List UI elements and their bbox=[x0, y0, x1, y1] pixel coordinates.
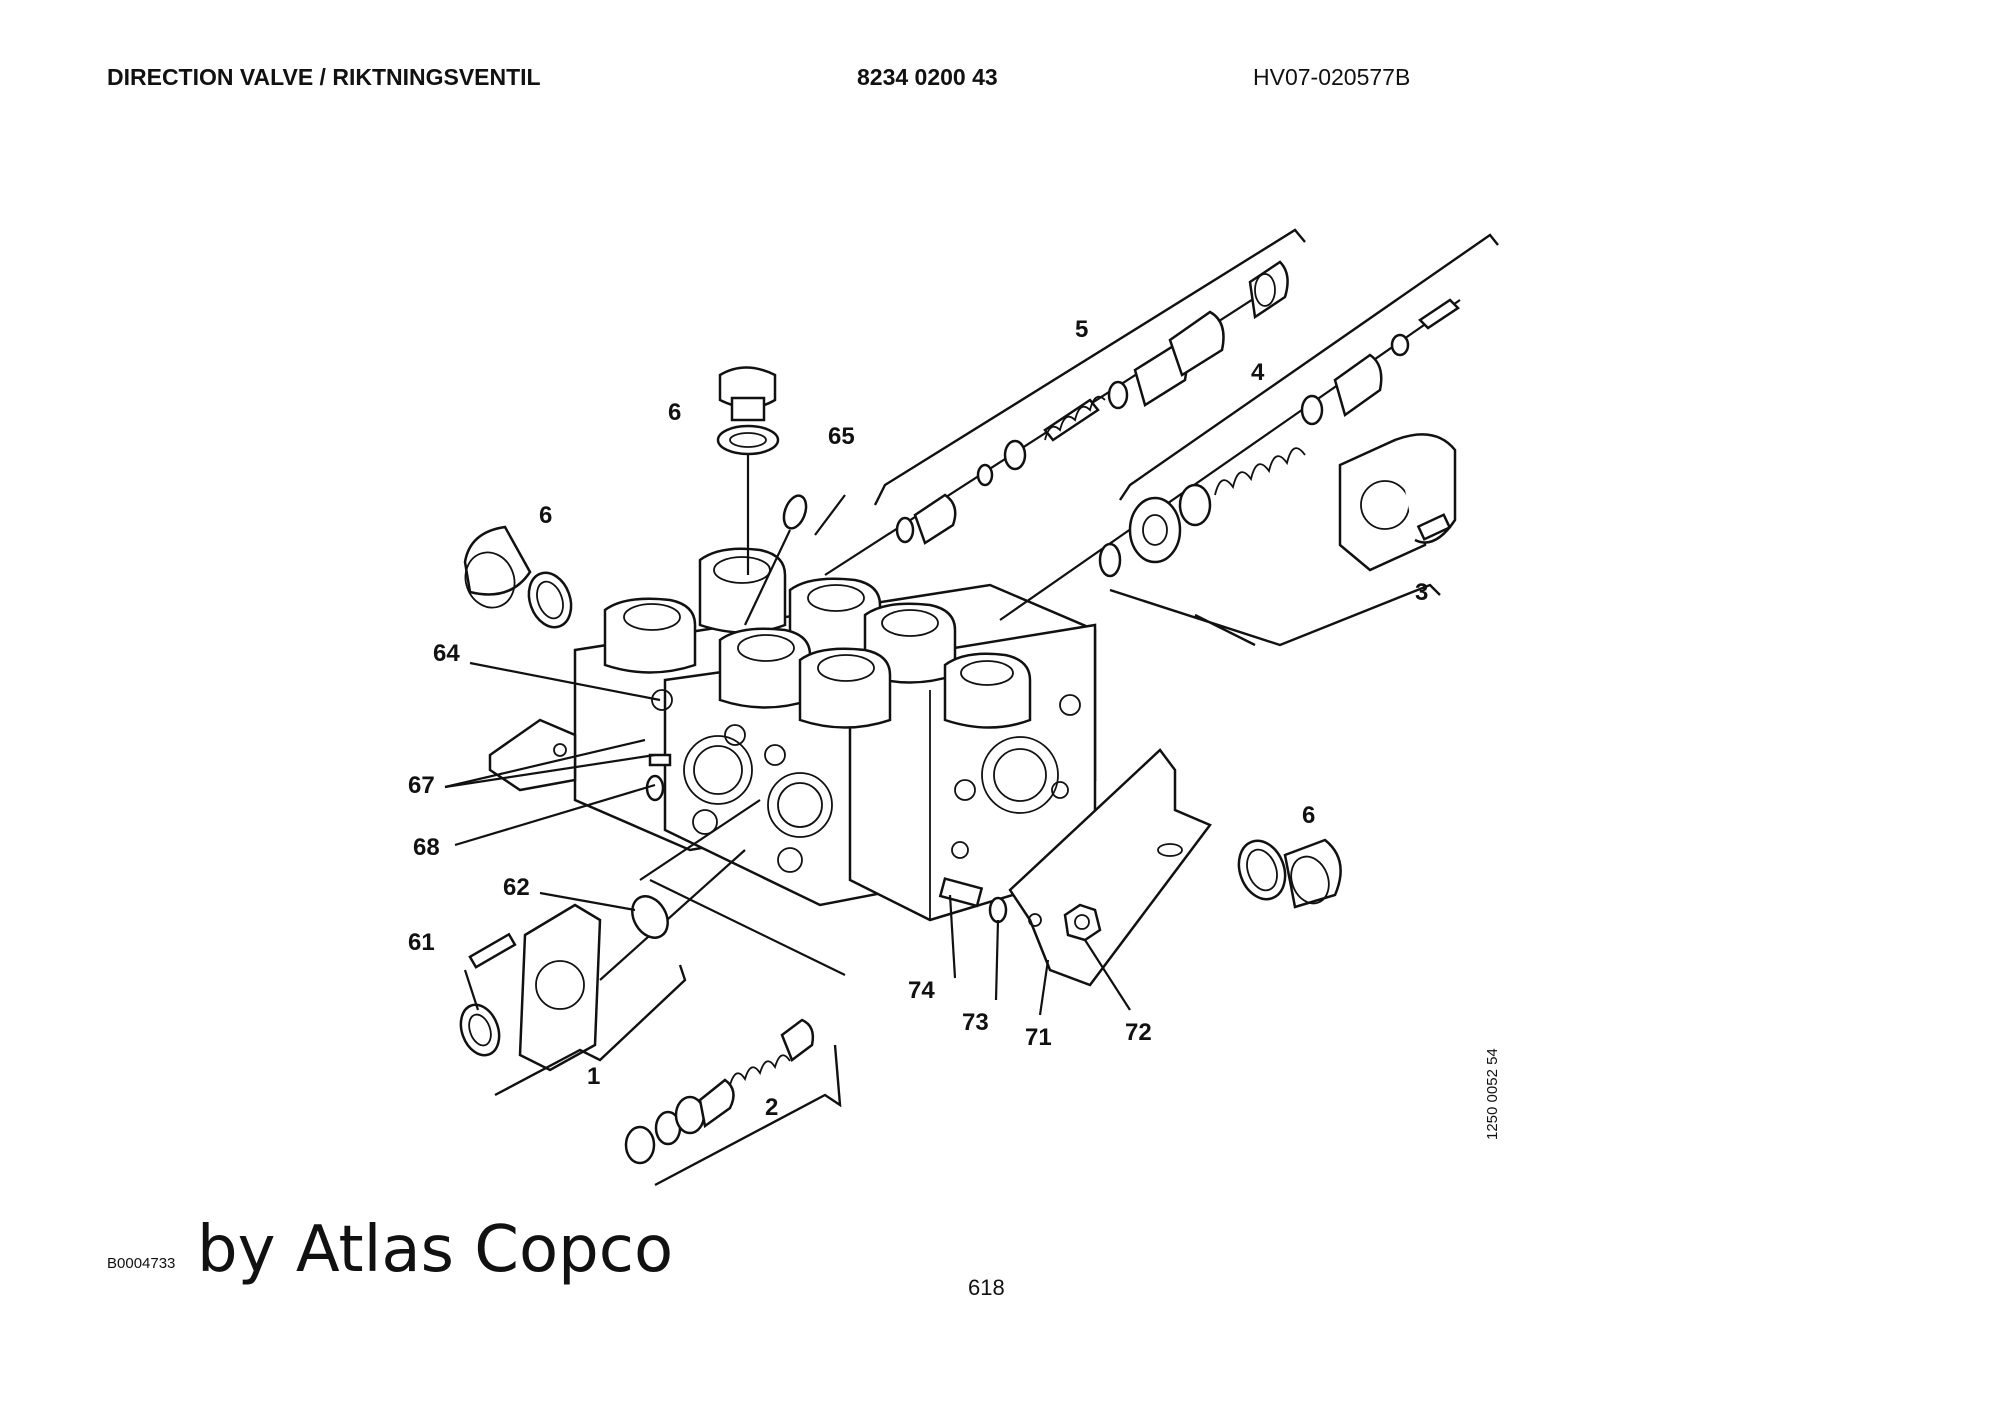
document-id: HV07-020577B bbox=[1253, 64, 1411, 90]
bolt bbox=[938, 877, 984, 908]
plug-left bbox=[463, 525, 573, 629]
plug-right bbox=[1237, 838, 1342, 909]
callout-67: 67 bbox=[408, 772, 435, 799]
nut bbox=[1063, 903, 1102, 942]
flange-assembly bbox=[459, 799, 761, 1072]
callout-62: 62 bbox=[503, 874, 530, 901]
mounting-bracket bbox=[1008, 748, 1212, 987]
reference-code: B0004733 bbox=[107, 1255, 176, 1272]
seal-68 bbox=[645, 774, 665, 802]
o-ring-62 bbox=[631, 895, 669, 939]
callout-68: 68 bbox=[413, 834, 440, 861]
plug-top bbox=[716, 366, 780, 575]
pin-67 bbox=[648, 753, 672, 767]
callout-74: 74 bbox=[908, 977, 935, 1004]
relief-valve-assembly bbox=[824, 260, 1289, 576]
callout-6-top: 6 bbox=[668, 399, 681, 426]
callout-65-label: 65 bbox=[828, 423, 855, 450]
callout-2: 2 bbox=[765, 1094, 778, 1121]
document-title: DIRECTION VALVE / RIKTNINGSVENTIL bbox=[107, 64, 541, 90]
callout-6-right: 6 bbox=[1302, 802, 1315, 829]
brand-text: by Atlas Copco bbox=[197, 1213, 674, 1287]
callout-71: 71 bbox=[1025, 1024, 1052, 1051]
callout-61: 61 bbox=[408, 929, 435, 956]
washer bbox=[988, 896, 1008, 924]
plug-64 bbox=[651, 689, 673, 711]
callout-73: 73 bbox=[962, 1009, 989, 1036]
part-number: 8234 0200 43 bbox=[857, 64, 998, 90]
callout-4: 4 bbox=[1251, 359, 1265, 386]
valve-body bbox=[573, 547, 1097, 922]
flange-cover bbox=[1338, 433, 1457, 572]
drawing-number: 1250 0052 54 bbox=[1484, 1048, 1501, 1140]
callout-3: 3 bbox=[1415, 579, 1428, 606]
spring-assembly bbox=[999, 298, 1461, 621]
o-ring bbox=[782, 494, 808, 530]
callout-72: 72 bbox=[1125, 1019, 1152, 1046]
callout-5: 5 bbox=[1075, 316, 1088, 343]
callout-6-left: 6 bbox=[539, 502, 552, 529]
page-number: 618 bbox=[968, 1275, 1005, 1300]
spool-assembly bbox=[624, 879, 846, 1165]
callout-1: 1 bbox=[587, 1063, 600, 1090]
callout-64: 64 bbox=[433, 640, 460, 667]
